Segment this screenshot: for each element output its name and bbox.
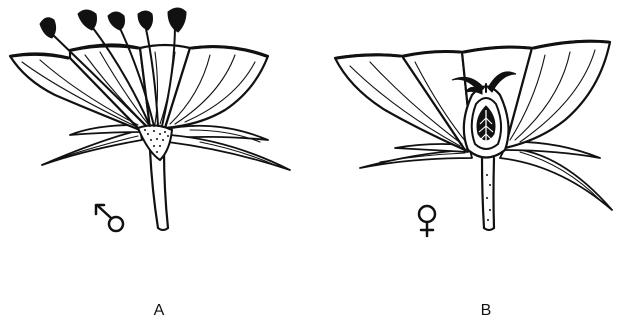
female-flower-illustration <box>335 41 612 236</box>
female-symbol-icon <box>419 206 435 236</box>
panel-label-b: B <box>471 302 501 320</box>
male-flower-illustration <box>10 8 290 231</box>
male-flower-receptacle <box>138 125 172 160</box>
female-flower-stalk <box>482 158 494 230</box>
male-flower-petals <box>10 44 268 130</box>
male-symbol-icon <box>96 205 123 231</box>
panel-label-a: A <box>144 302 174 320</box>
male-flower-stalk <box>150 150 168 230</box>
